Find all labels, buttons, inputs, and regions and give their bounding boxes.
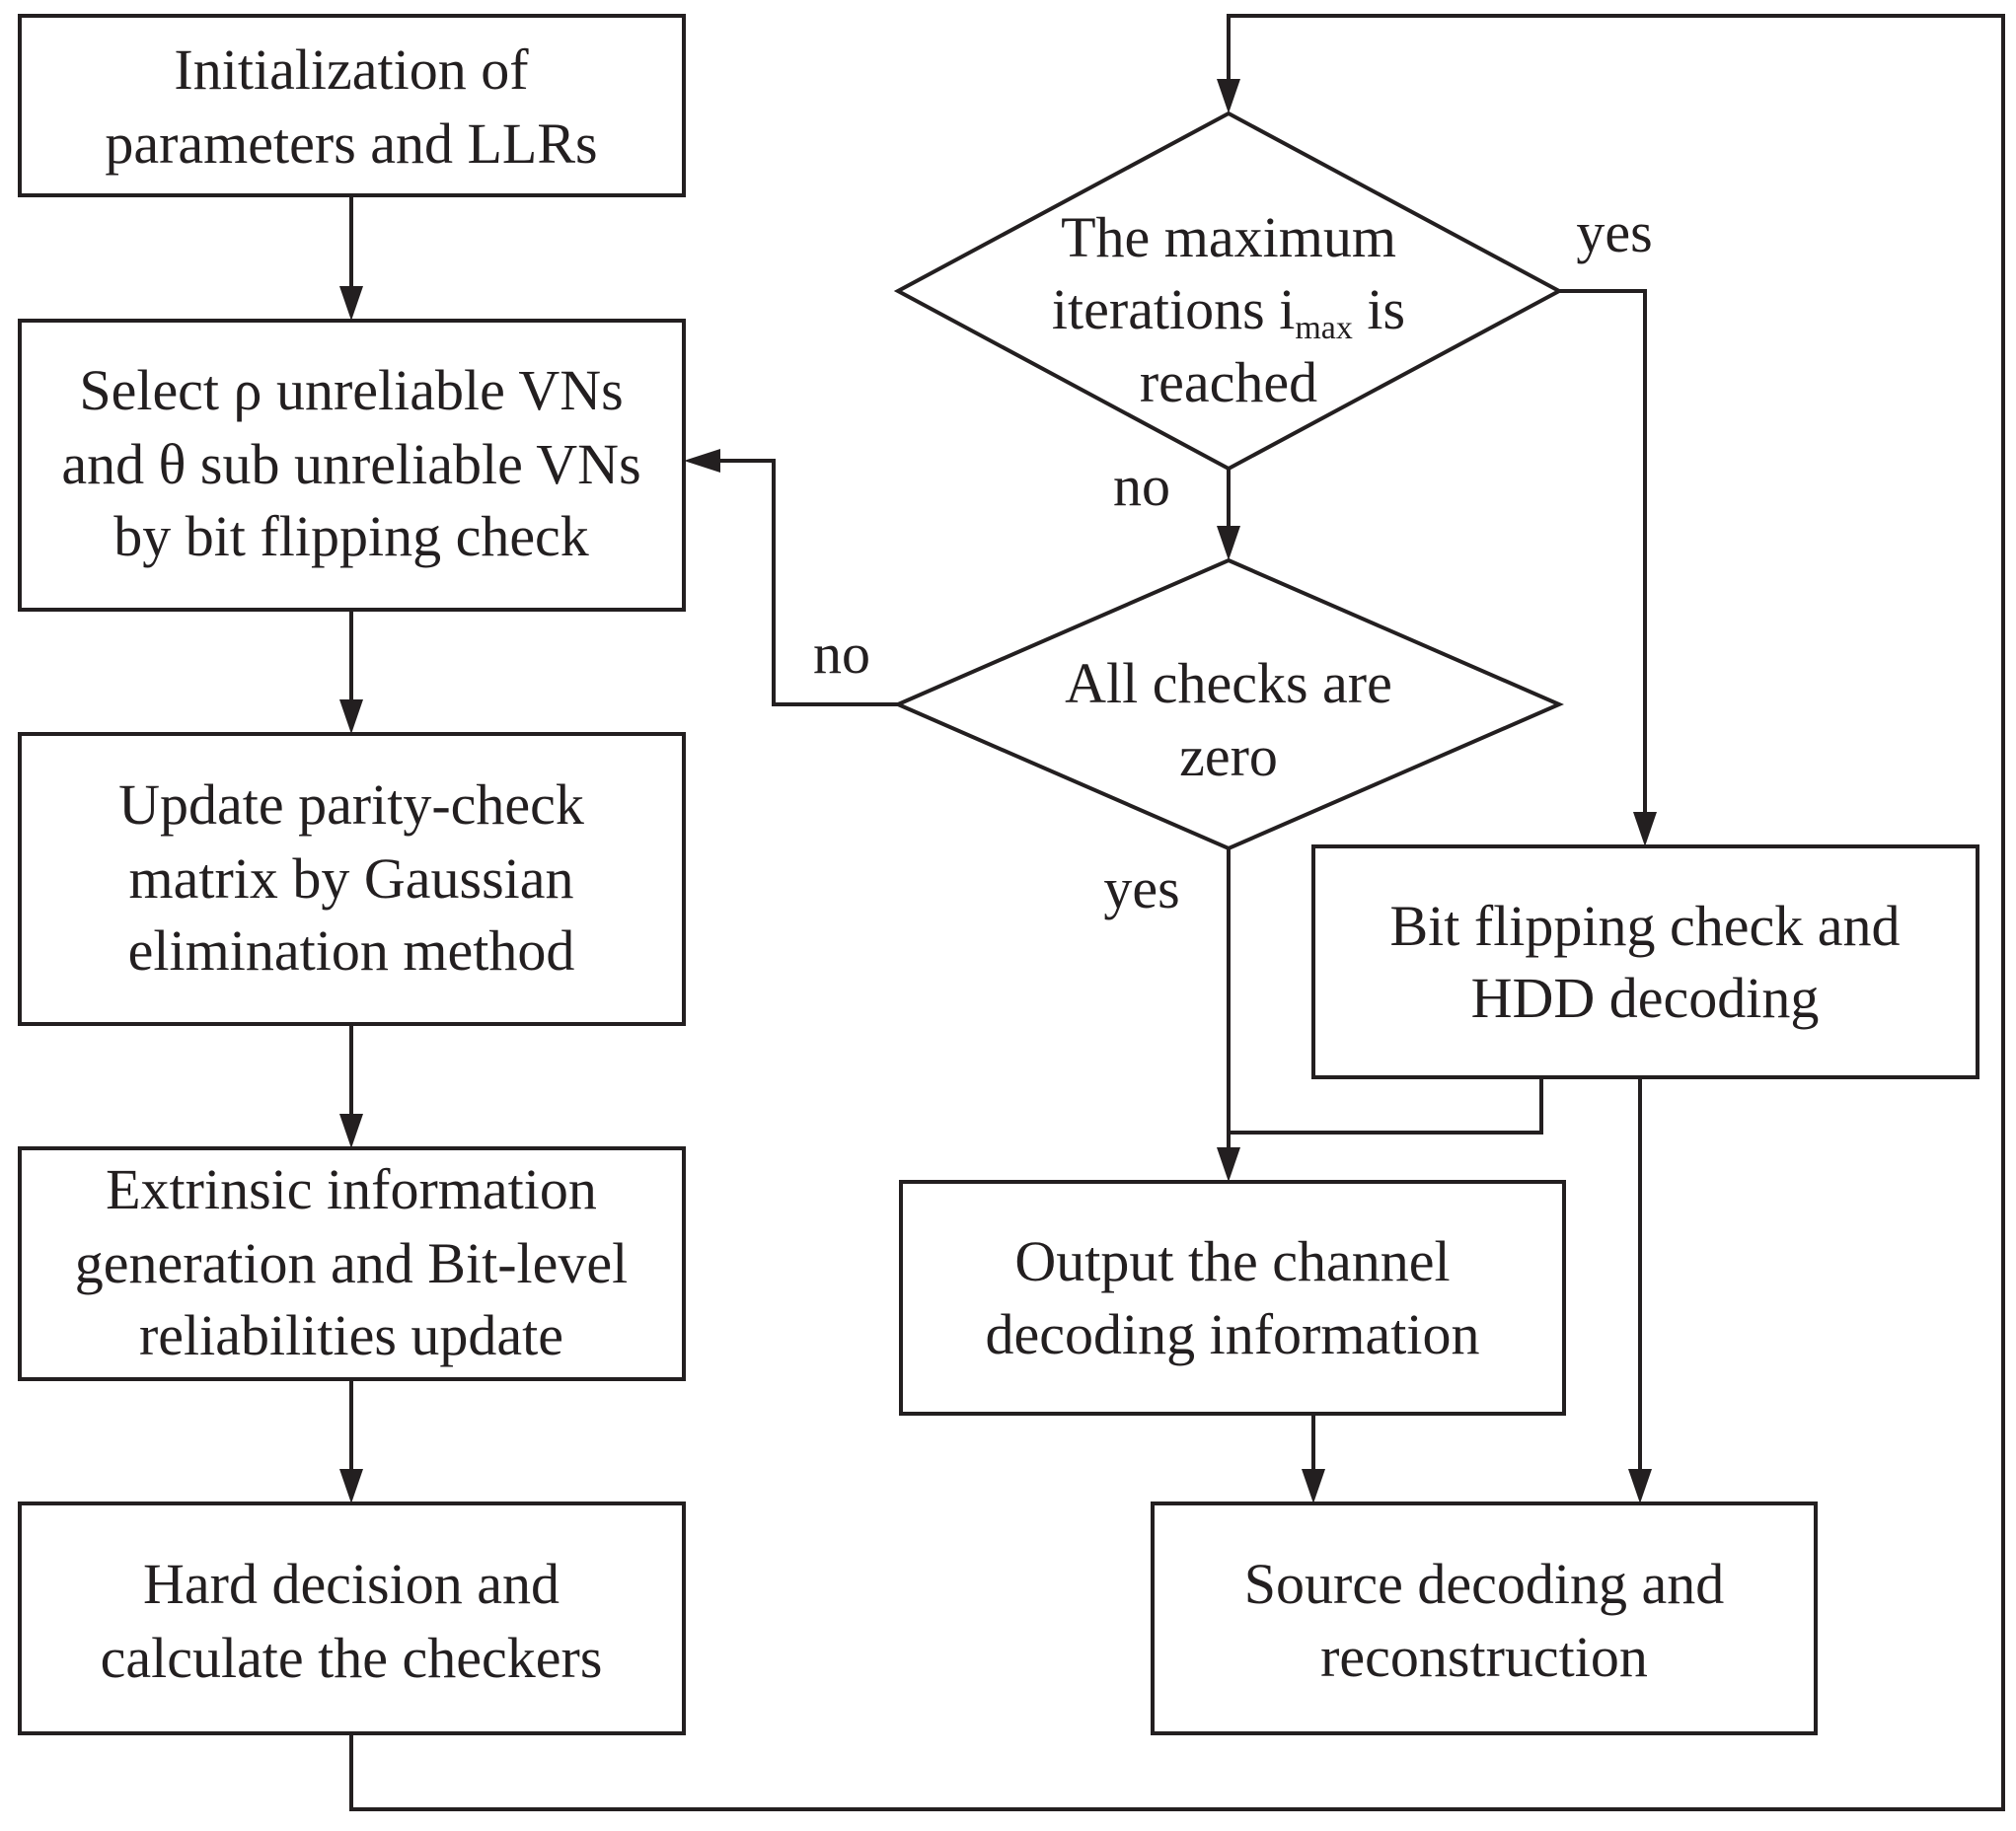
arrowhead xyxy=(1217,79,1240,113)
all-checks-line-1: All checks are xyxy=(1065,651,1392,715)
init-line-2: parameters and LLRs xyxy=(105,111,597,176)
arrowhead xyxy=(1217,526,1240,560)
select-line-2: and θ sub unreliable VNs xyxy=(61,432,640,496)
arrowhead xyxy=(684,449,720,473)
arrowhead xyxy=(1302,1469,1325,1503)
extrinsic-box xyxy=(18,1146,686,1381)
update-line-1: Update parity-check xyxy=(118,772,584,837)
output-box xyxy=(899,1180,1566,1416)
source-box xyxy=(1151,1501,1818,1735)
update-box xyxy=(18,732,686,1026)
max-iter-line-2-pre: iterations i xyxy=(1052,277,1295,341)
max-iter-line-2: iterations imax is xyxy=(1052,277,1405,346)
source-line-1: Source decoding and xyxy=(1244,1552,1724,1616)
output-line-1: Output the channel xyxy=(1014,1229,1450,1293)
update-line-3: elimination method xyxy=(128,918,575,983)
arrowhead xyxy=(339,286,363,321)
source-line-2: reconstruction xyxy=(1320,1625,1648,1689)
max-iter-subscript: max xyxy=(1295,310,1353,346)
update-line-2: matrix by Gaussian xyxy=(128,846,573,911)
output-line-2: decoding information xyxy=(986,1302,1480,1366)
edge-max-yes xyxy=(1559,289,1647,814)
select-line-1: Select ρ unreliable VNs xyxy=(79,358,623,422)
edge-checks-no xyxy=(718,459,898,706)
extrinsic-line-1: Extrinsic information xyxy=(106,1157,597,1221)
arrowhead xyxy=(1217,1147,1240,1182)
max-iter-line-3: reached xyxy=(1140,350,1317,414)
hard-box xyxy=(18,1501,686,1735)
all-checks-line-2: zero xyxy=(1179,724,1278,788)
bitflip-line-1: Bit flipping check and xyxy=(1389,894,1900,958)
arrowhead xyxy=(339,1469,363,1503)
edge-hard-loop-back xyxy=(349,14,2005,1811)
init-line-1: Initialization of xyxy=(174,37,529,102)
extrinsic-line-3: reliabilities update xyxy=(139,1303,563,1367)
arrowhead xyxy=(339,1114,363,1148)
init-box xyxy=(18,14,686,197)
max-iter-line-1: The maximum xyxy=(1061,205,1396,269)
bitflip-line-2: HDD decoding xyxy=(1471,966,1820,1030)
arrowhead xyxy=(1628,1469,1652,1503)
label-checks-no: no xyxy=(813,622,870,686)
max-iter-line-2-post: is xyxy=(1353,277,1405,341)
extrinsic-line-2: generation and Bit-level xyxy=(75,1231,628,1295)
label-max-no: no xyxy=(1113,454,1170,518)
hard-line-2: calculate the checkers xyxy=(101,1626,603,1690)
select-box xyxy=(18,319,686,612)
hard-line-1: Hard decision and xyxy=(143,1552,560,1616)
label-checks-yes: yes xyxy=(1103,856,1179,920)
arrowhead xyxy=(339,699,363,734)
arrowhead xyxy=(1633,812,1657,846)
select-line-3: by bit flipping check xyxy=(113,504,589,568)
edge-bitflip-output xyxy=(1229,1077,1543,1135)
label-max-yes: yes xyxy=(1576,200,1652,264)
bitflip-box xyxy=(1311,844,1979,1079)
